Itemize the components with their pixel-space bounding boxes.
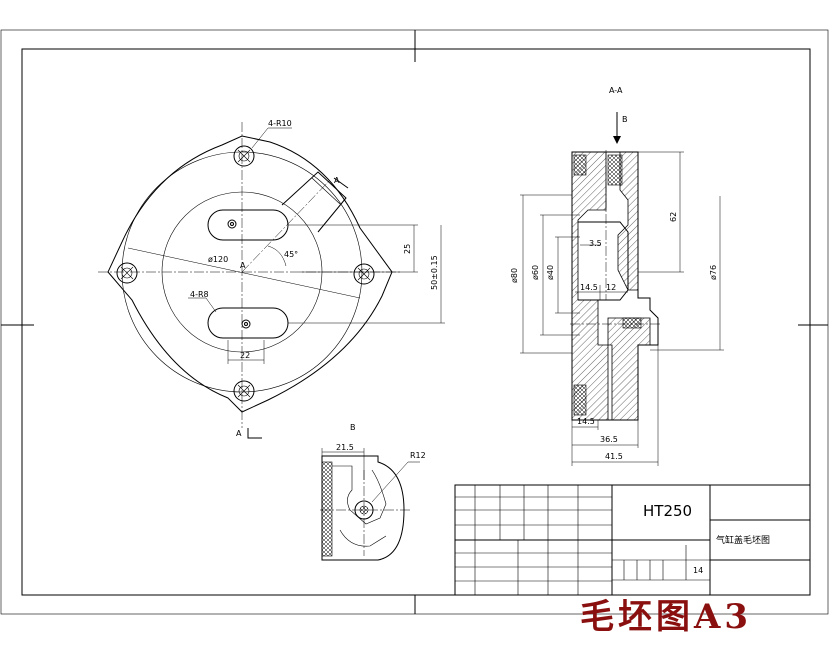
dim-50: 50±0.15 — [430, 255, 439, 290]
dim-25: 25 — [403, 244, 412, 254]
dim-3-5: 3.5 — [589, 239, 602, 248]
sheet-border — [0, 29, 829, 615]
dim-36-5: 36.5 — [600, 435, 618, 444]
front-view — [98, 122, 445, 439]
material-label: HT250 — [643, 502, 692, 520]
dim-22: 22 — [240, 351, 250, 360]
dim-d40: ø40 — [546, 265, 555, 280]
upper-slot — [207, 209, 289, 241]
b-view — [320, 448, 420, 561]
dim-d76: ø76 — [709, 265, 718, 280]
corner-holes — [116, 145, 375, 402]
diameter-label: ø120 — [208, 255, 228, 264]
dim-14-5-a: 14.5 — [580, 283, 598, 292]
dim-41-5: 41.5 — [605, 452, 623, 461]
drawing-stamp: 毛坯图A3 — [580, 597, 752, 637]
fillet-slot-label: 4-R8 — [190, 290, 209, 299]
angle-label: 45° — [284, 250, 298, 259]
part-name: 气缸盖毛坯图 — [716, 534, 770, 546]
dim-d80: ø80 — [510, 268, 519, 283]
lower-slot — [207, 307, 289, 339]
center-label: A — [240, 261, 246, 270]
title-block — [454, 484, 811, 596]
dim-62: 62 — [669, 212, 678, 222]
dim-12: 12 — [606, 283, 616, 292]
dim-r12: R12 — [410, 451, 426, 460]
section-mark-top: A — [334, 176, 340, 185]
dim-21-5: 21.5 — [336, 443, 354, 452]
view-arrow-label: B — [622, 115, 628, 124]
dim-14-5-b: 14.5 — [577, 417, 595, 426]
fillet-outer-label: 4-R10 — [268, 119, 292, 128]
dim-d60: ø60 — [531, 265, 540, 280]
b-view-title: B — [350, 423, 356, 432]
section-mark-bottom: A — [236, 429, 242, 438]
section-view — [520, 112, 724, 466]
section-title: A-A — [609, 86, 623, 95]
sheet-number: 14 — [693, 566, 703, 575]
